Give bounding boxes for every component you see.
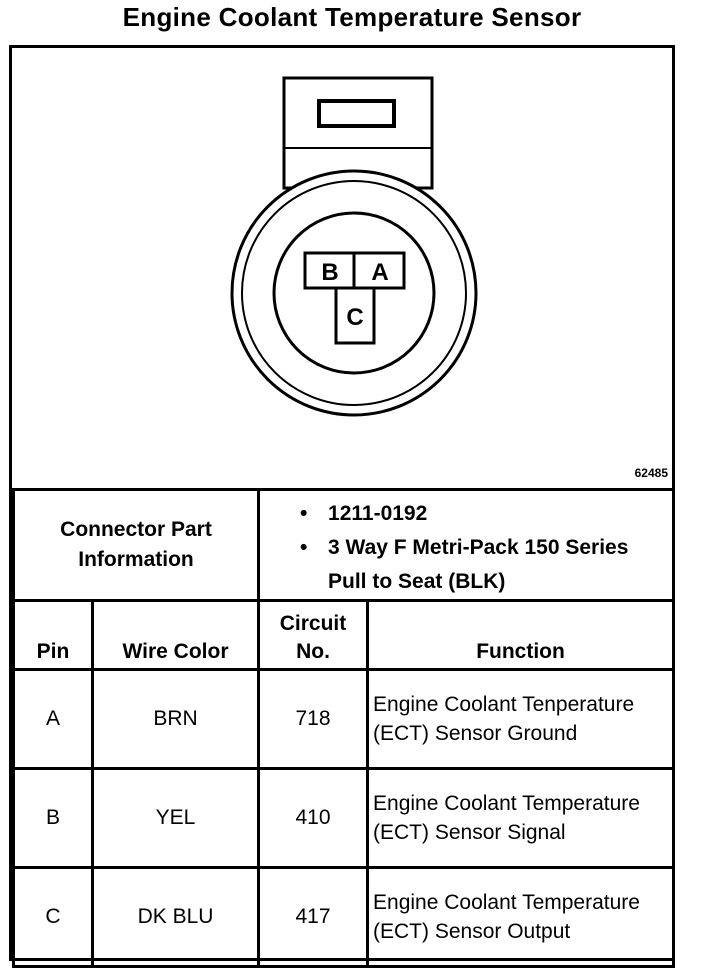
wire-color-cell: DK BLU [90, 866, 261, 968]
connector-type: 3 Way F Metri-Pack 150 Series Pull to Se… [300, 531, 672, 599]
connector-info-details: 1211-0192 3 Way F Metri-Pack 150 Series … [257, 488, 676, 602]
connector-table-frame: B A C 62485 Connector Part Information 1… [9, 45, 676, 968]
pin-cell: C [12, 866, 94, 968]
table-row: C DK BLU 417 Engine Coolant Temperature … [12, 866, 676, 968]
function-cell: Engine Coolant Tenperature (ECT) Sensor … [366, 668, 676, 770]
connector-diagram: B A C 62485 [12, 48, 672, 488]
connector-part-number: 1211-0192 [300, 497, 672, 531]
latch-slot [317, 99, 396, 128]
cavity-b [303, 251, 356, 290]
figure-id: 62485 [634, 466, 668, 480]
wire-color-cell: BRN [90, 668, 261, 770]
pin-cell: A [12, 668, 94, 770]
cavity-a [352, 251, 406, 290]
col-header-circuit: Circuit No. [257, 599, 370, 671]
table-header-row: Pin Wire Color Circuit No. Function [12, 599, 676, 671]
circuit-cell: 410 [257, 767, 370, 869]
connector-inner-ring [241, 180, 467, 406]
table-row: A BRN 718 Engine Coolant Tenperature (EC… [12, 668, 676, 770]
pinout-table: Connector Part Information 1211-0192 3 W… [11, 488, 676, 968]
col-header-wire-color: Wire Color [90, 599, 261, 671]
circuit-cell: 718 [257, 668, 370, 770]
pin-c-label: C [346, 304, 363, 331]
col-header-pin: Pin [12, 599, 94, 671]
pin-cell: B [12, 767, 94, 869]
function-cell: Engine Coolant Temperature (ECT) Sensor … [366, 767, 676, 869]
col-header-function: Function [366, 599, 676, 671]
connector-info-row: Connector Part Information 1211-0192 3 W… [11, 488, 676, 602]
connector-face-drawing: B A C [230, 76, 478, 417]
wire-color-cell: YEL [90, 767, 261, 869]
table-row: B YEL 410 Engine Coolant Temperature (EC… [12, 767, 676, 869]
pin-b-label: B [321, 259, 338, 286]
cavity-c [334, 286, 376, 345]
pin-a-label: A [371, 259, 388, 286]
connector-info-label: Connector Part Information [11, 488, 261, 602]
page-title: Engine Coolant Temperature Sensor [122, 2, 582, 32]
circuit-cell: 417 [257, 866, 370, 968]
function-cell: Engine Coolant Temperature (ECT) Sensor … [366, 866, 676, 968]
connector-face [272, 211, 436, 375]
